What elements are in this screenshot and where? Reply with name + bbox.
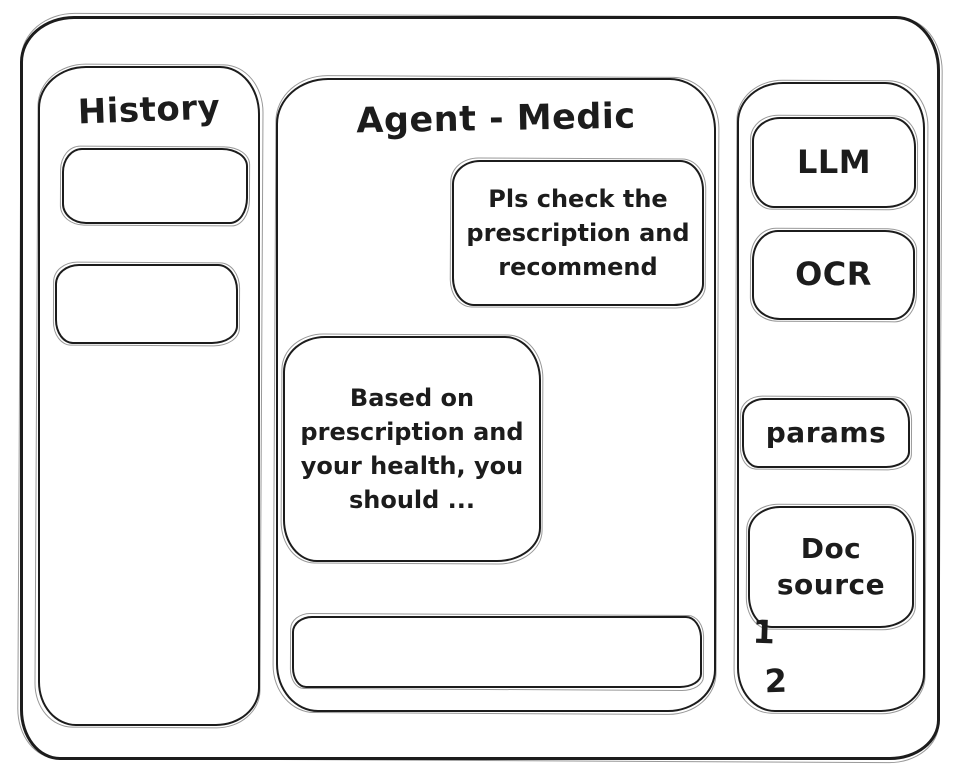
history-title: History bbox=[77, 87, 221, 133]
assistant-message-bubble: Based on prescription and your health, y… bbox=[283, 336, 541, 562]
chat-input-bar[interactable] bbox=[292, 616, 702, 688]
doc-source-item-label: 1 bbox=[751, 612, 777, 652]
history-item[interactable] bbox=[62, 148, 248, 224]
doc-source-item[interactable]: 1 bbox=[745, 609, 783, 656]
doc-source-button-label: Doc source bbox=[776, 531, 886, 601]
history-item[interactable] bbox=[55, 264, 238, 344]
ocr-button[interactable]: OCR bbox=[752, 230, 915, 320]
doc-source-item-label: 2 bbox=[763, 661, 789, 701]
llm-button-label: LLM bbox=[796, 142, 872, 181]
user-message-text: Pls check the prescription and recommend bbox=[466, 184, 690, 282]
doc-source-item[interactable]: 2 bbox=[753, 657, 799, 707]
params-button-label: params bbox=[765, 415, 887, 449]
ocr-button-label: OCR bbox=[795, 255, 872, 294]
chat-input[interactable] bbox=[306, 622, 688, 682]
chat-title: Agent - Medic bbox=[356, 96, 636, 142]
assistant-message-text: Based on prescription and your health, y… bbox=[300, 383, 524, 515]
user-message-bubble: Pls check the prescription and recommend bbox=[452, 160, 704, 306]
params-button[interactable]: params bbox=[742, 398, 910, 468]
llm-button[interactable]: LLM bbox=[752, 117, 916, 208]
doc-source-button[interactable]: Doc source bbox=[748, 506, 914, 628]
